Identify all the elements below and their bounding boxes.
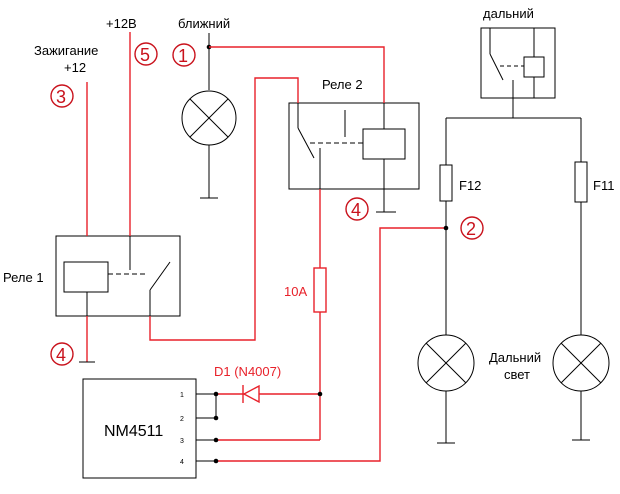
ignition-label-line1: Зажигание [34,43,98,58]
svg-text:5: 5 [140,45,150,65]
low-beam-lamp [181,90,237,146]
diode-d1 [242,384,260,404]
svg-text:3: 3 [56,87,66,107]
pin-1-label: 1 [180,392,184,399]
ignition-label-line2: +12 [64,60,86,75]
marker-3: 3 [50,84,74,108]
f11-label: F11 [593,178,614,193]
high-beam-lamp-right [552,334,610,392]
marker-2: 2 [460,216,484,240]
high-beam-distribution [437,98,590,444]
plus12v-label: +12В [106,16,137,31]
high-light-label-line2: свет [504,367,530,382]
marker-5: 5 [134,42,158,66]
pin-2-label: 2 [180,416,184,423]
svg-text:2: 2 [466,219,476,239]
pin-3-label: 3 [180,438,184,445]
relay-2 [288,102,420,190]
high-beam-lamp-left [417,334,475,392]
fuse-f11 [574,161,588,203]
high-beam-label: дальний [483,6,534,21]
svg-text:4: 4 [351,200,361,220]
svg-text:1: 1 [178,46,188,66]
marker-4-relay1: 4 [50,342,74,366]
relay2-label: Реле 2 [322,77,363,92]
relay1-label: Реле 1 [3,270,44,285]
f12-label: F12 [459,178,481,193]
pin-4-label: 4 [180,459,184,466]
junction-dot [443,225,449,231]
chip-label: NM4511 [104,423,163,440]
svg-text:4: 4 [56,345,66,365]
fuse-10a-label: 10A [284,284,307,299]
marker-4-relay2: 4 [345,197,369,221]
fuse-10a [313,267,327,313]
chip-nm4511: 1 2 3 4 NM4511 [82,378,323,479]
low-beam-label: ближний [178,16,230,31]
high-light-label-line1: Дальний [489,350,541,365]
fuse-f12 [439,164,453,202]
relay-1 [55,235,181,317]
diode-label: D1 (N4007) [214,364,281,379]
high-beam-switch [480,27,556,99]
marker-1: 1 [172,43,196,67]
